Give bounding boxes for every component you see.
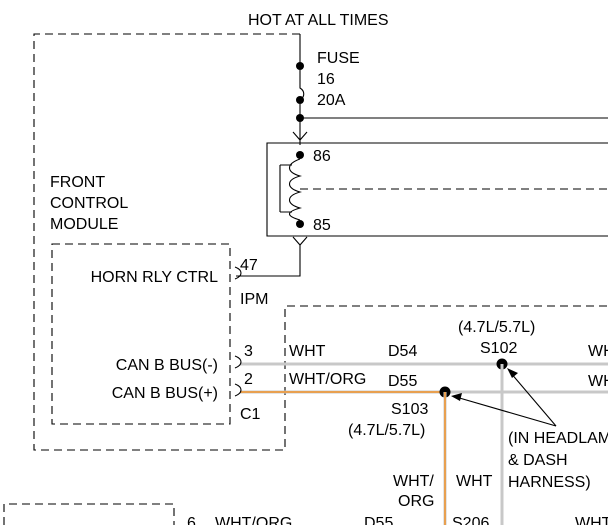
connector-47-icon xyxy=(234,266,242,280)
connector-2-icon xyxy=(234,383,242,397)
bottom-wire-color: WHT/ORG xyxy=(215,515,292,525)
fuse-terminal-top xyxy=(296,62,304,70)
horn-relay-box xyxy=(266,142,608,237)
can-plus-right-color: WH xyxy=(588,373,608,390)
module-name-line2: CONTROL xyxy=(50,195,128,212)
bottom-pin-6-label: 6 xyxy=(187,515,196,525)
relay-pin-85-dot xyxy=(296,220,304,228)
relay-coil-bracket xyxy=(279,164,292,213)
fuse-element xyxy=(299,70,305,101)
pin-3-label: 3 xyxy=(244,343,253,360)
relay-pin-86-dot xyxy=(296,151,304,159)
fuse-label: FUSE xyxy=(317,50,360,67)
relay-pin-85-label: 85 xyxy=(313,217,331,234)
fuse-number: 16 xyxy=(317,71,335,88)
s102-label: S102 xyxy=(480,340,517,357)
harness-note-line1: (IN HEADLAM xyxy=(508,430,608,447)
ipm-outline xyxy=(51,243,231,425)
bottom-circuit: D55 xyxy=(364,515,393,525)
note-arrow-head-s102 xyxy=(507,368,518,378)
s103-engine-label: (4.7L/5.7L) xyxy=(348,422,425,439)
pin-2-label: 2 xyxy=(244,371,253,388)
front-control-module-outline xyxy=(33,33,608,451)
drop-left-color-line2: ORG xyxy=(398,493,434,510)
fuse-rating: 20A xyxy=(317,92,346,109)
horn-rly-ctrl-label: HORN RLY CTRL xyxy=(91,269,219,286)
bottom-wire-color-right: WHT xyxy=(575,515,608,525)
relay-coil-icon xyxy=(288,158,302,221)
can-minus-wire-color: WHT xyxy=(289,343,326,360)
s103-label: S103 xyxy=(391,401,428,418)
module-name-line1: FRONT xyxy=(50,174,105,191)
note-arrow-to-s102 xyxy=(509,371,557,427)
ipm-label: IPM xyxy=(240,291,268,308)
relay-connector-bottom xyxy=(292,236,308,246)
harness-note-line3: HARNESS) xyxy=(508,474,591,491)
can-plus-circuit: D55 xyxy=(388,373,417,390)
can-minus-right-color: WH xyxy=(588,343,608,360)
drop-left-color-line1: WHT/ xyxy=(393,473,434,490)
hot-at-all-times-label: HOT AT ALL TIMES xyxy=(248,12,389,29)
bottom-splice-s206: S206 xyxy=(452,515,489,525)
horn-relay-control-wire xyxy=(236,245,301,277)
drop-right-color: WHT xyxy=(456,473,493,490)
pin-47-label: 47 xyxy=(240,257,258,274)
connector-c1-label: C1 xyxy=(240,406,261,423)
lower-module-outline xyxy=(3,503,175,525)
module-name-line3: MODULE xyxy=(50,216,118,233)
relay-pin-86-label: 86 xyxy=(313,148,331,165)
connector-3-icon xyxy=(234,355,242,369)
note-arrow-to-s103 xyxy=(455,396,557,427)
can-minus-circuit: D54 xyxy=(388,343,417,360)
note-arrow-head-s103 xyxy=(451,393,462,401)
relay-connector-top xyxy=(292,131,308,141)
can-b-bus-minus-label: CAN B BUS(-) xyxy=(116,357,218,374)
harness-note-line2: & DASH xyxy=(508,452,568,469)
s102-engine-label: (4.7L/5.7L) xyxy=(458,319,535,336)
fuse-terminal-bottom xyxy=(296,96,304,104)
can-b-bus-plus-label: CAN B BUS(+) xyxy=(112,385,218,402)
can-plus-wire-color: WHT/ORG xyxy=(289,371,366,388)
